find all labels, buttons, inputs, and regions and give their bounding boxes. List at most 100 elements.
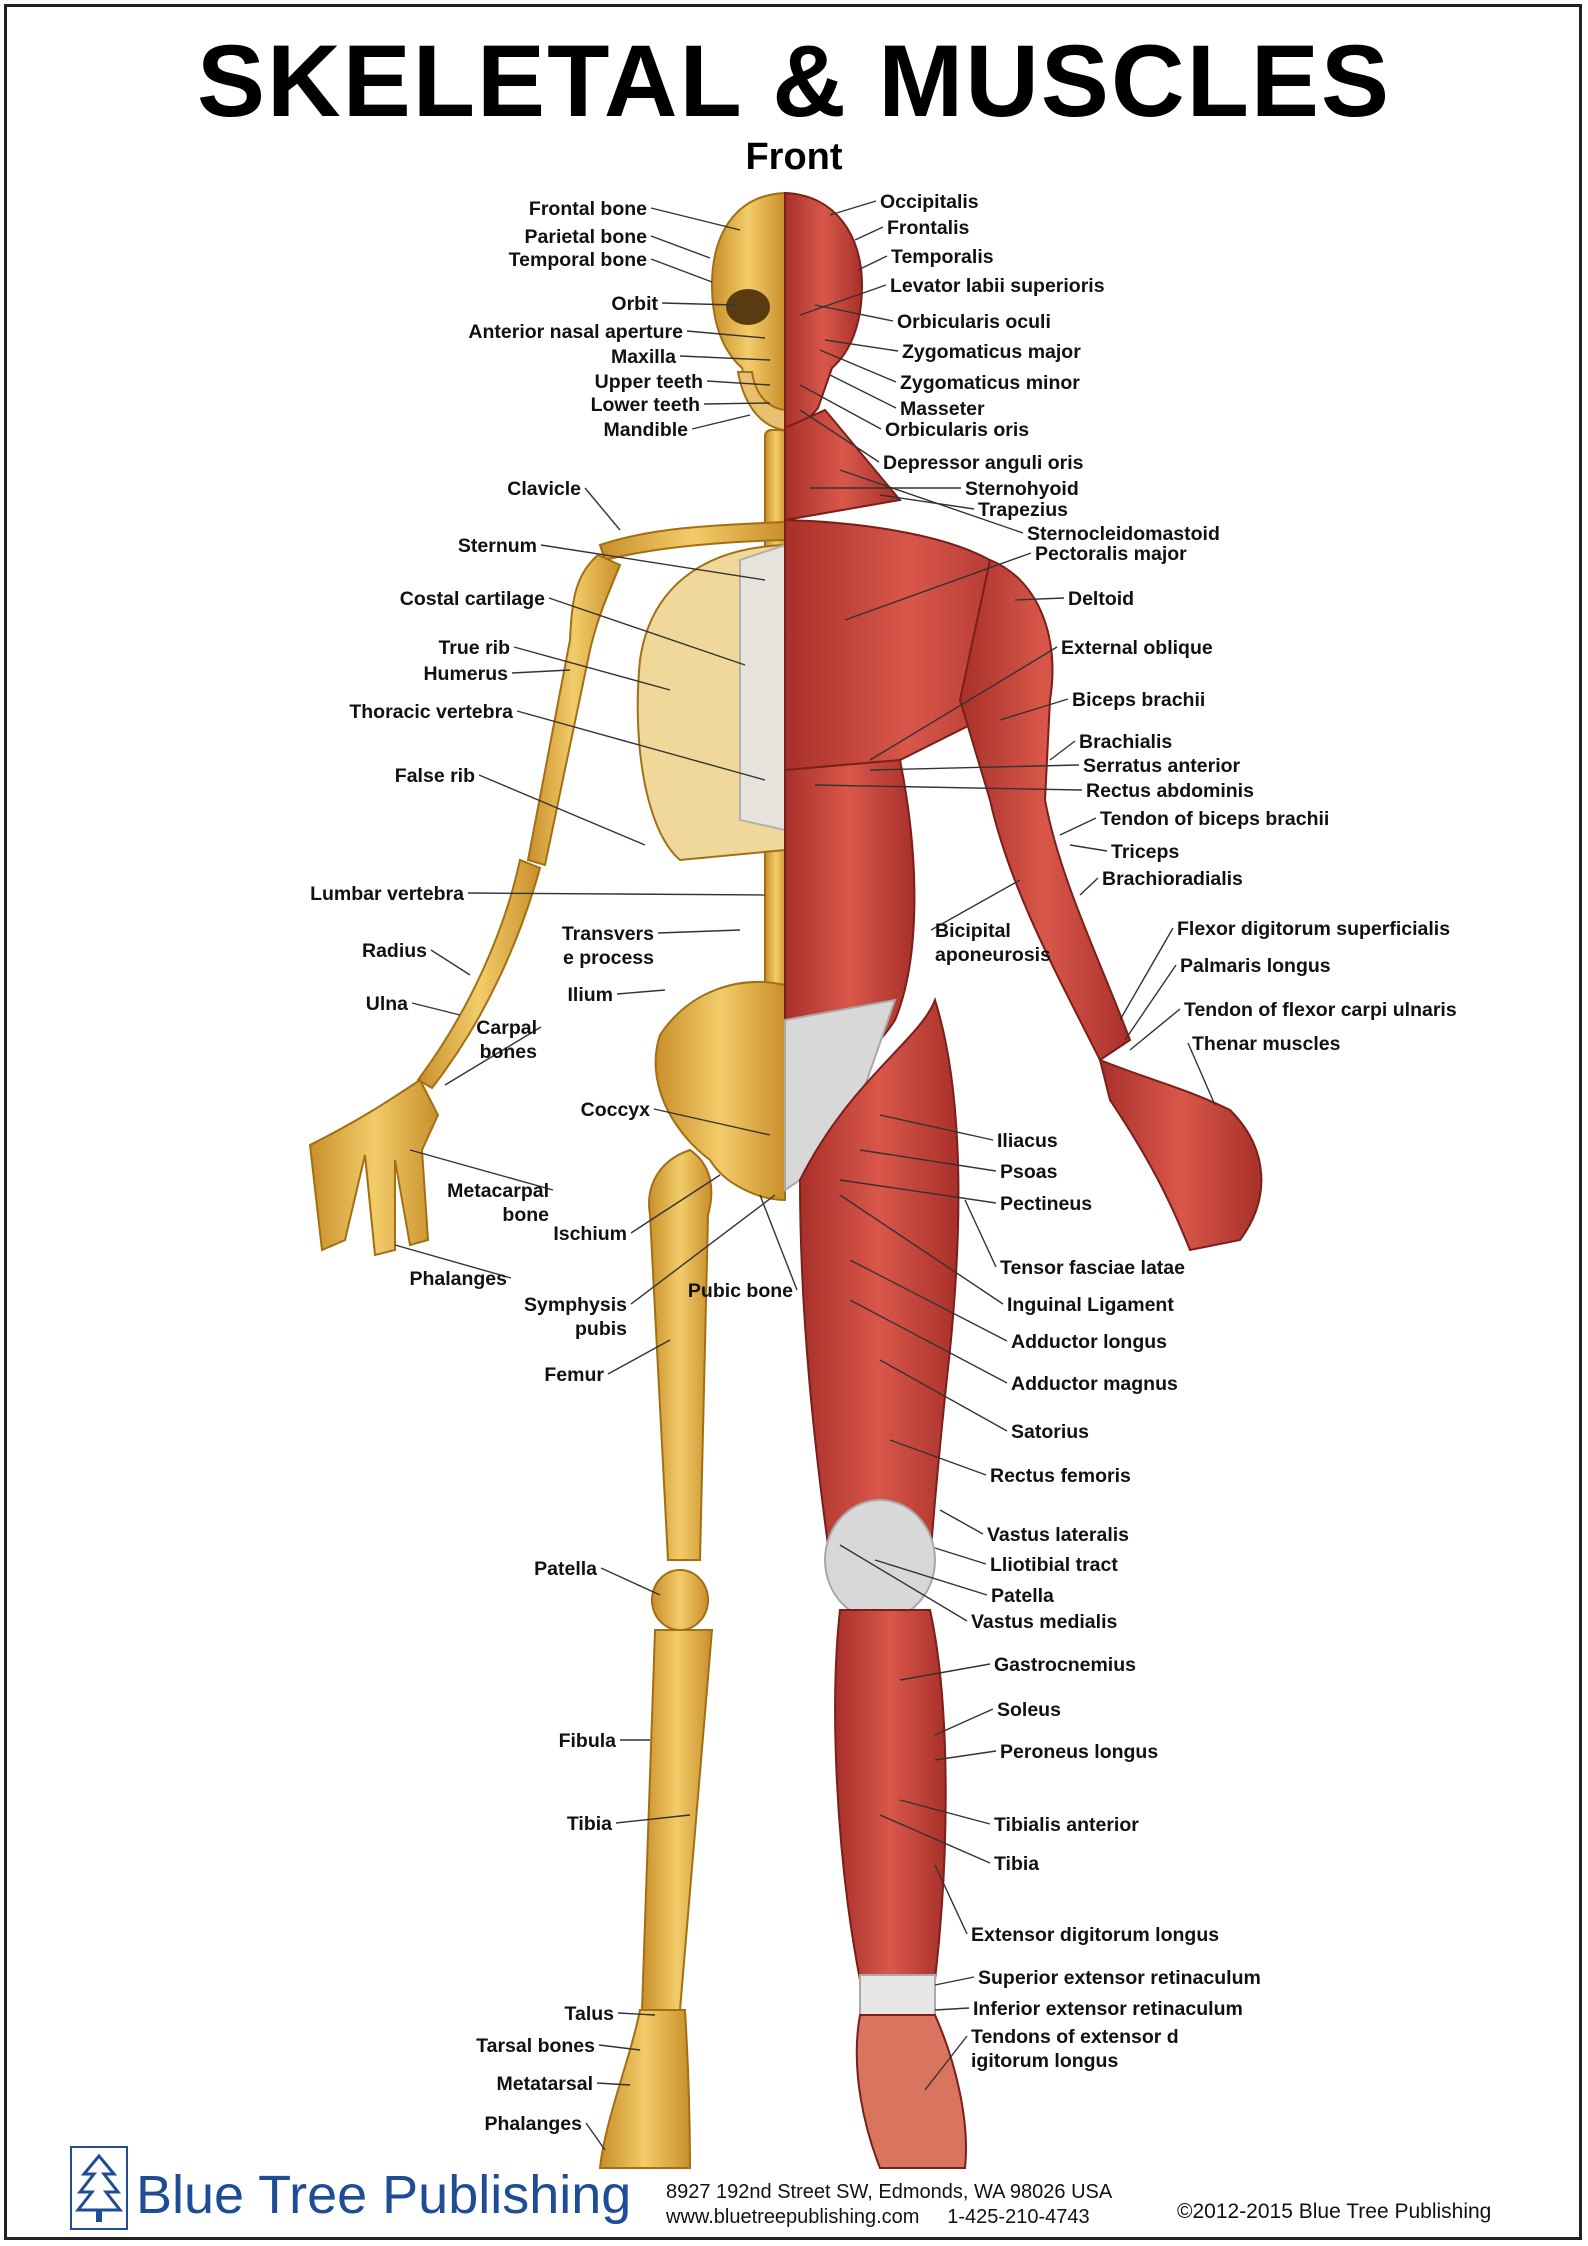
leader-serratus-anterior xyxy=(869,764,1080,771)
label-sternohyoid: Sternohyoid xyxy=(965,478,1079,500)
leader-clavicle xyxy=(584,487,621,531)
leader-rectus-femoris xyxy=(889,1439,987,1476)
label-ulna: Ulna xyxy=(366,993,408,1015)
leader-trapezius xyxy=(879,494,975,510)
leader-thenar-muscles xyxy=(1187,1042,1216,1106)
label-adductor-longus: Adductor longus xyxy=(1011,1331,1167,1353)
label-levator-labii-superioris: Levator labii superioris xyxy=(890,275,1105,297)
label-psoas: Psoas xyxy=(1000,1161,1058,1183)
leader-orbit xyxy=(661,302,736,306)
label-tibia-muscle-side: Tibia xyxy=(994,1853,1039,1875)
leader-tendon-of-flexor-carpi-ulnaris xyxy=(1129,1008,1181,1051)
leader-sternum xyxy=(540,544,766,581)
label-talus: Talus xyxy=(565,2003,615,2025)
leader-adductor-magnus xyxy=(849,1299,1008,1384)
leader-masseter xyxy=(829,374,897,409)
leader-biceps-brachii xyxy=(999,698,1069,721)
label-false-rib: False rib xyxy=(395,765,475,787)
label-soleus: Soleus xyxy=(997,1699,1061,1721)
leader-radius xyxy=(430,949,471,976)
leader-phalanges-foot xyxy=(585,2122,606,2151)
leader-temporal-bone xyxy=(650,258,713,283)
poster-subtitle: Front xyxy=(745,136,843,178)
label-metatarsal: Metatarsal xyxy=(497,2073,593,2095)
publisher-website[interactable]: www.bluetreepublishing.com xyxy=(666,2206,920,2228)
label-ilium: Ilium xyxy=(567,984,613,1006)
label-flexor-digitorum-superficialis: Flexor digitorum superficialis xyxy=(1177,918,1450,940)
neck-muscles xyxy=(784,408,902,522)
leader-ischium xyxy=(630,1174,721,1234)
leader-deltoid xyxy=(1014,597,1065,601)
label-patella-muscle-side: Patella xyxy=(991,1585,1054,1607)
leader-pectoralis-major xyxy=(844,552,1032,621)
leader-occipitalis xyxy=(829,200,877,216)
publisher-web-phone: www.bluetreepublishing.com 1-425-210-474… xyxy=(666,2205,1112,2230)
leader-mandible xyxy=(691,414,751,430)
humerus-bone xyxy=(526,553,622,867)
label-peroneus-longus: Peroneus longus xyxy=(1000,1741,1158,1763)
leader-rectus-abdominis xyxy=(814,784,1083,791)
label-patella-bone: Patella xyxy=(534,1558,597,1580)
label-tendon-of-biceps-brachii: Tendon of biceps brachii xyxy=(1100,808,1329,830)
poster-title: SKELETAL & MUSCLES xyxy=(197,24,1391,138)
leader-tensor-fasciae-latae xyxy=(964,1199,997,1268)
leader-external-oblique xyxy=(869,646,1058,761)
leader-pubic-bone xyxy=(759,1194,798,1291)
label-gastrocnemius: Gastrocnemius xyxy=(994,1654,1136,1676)
leader-patella-muscle-side xyxy=(874,1559,988,1596)
leader-depressor-anguli-oris xyxy=(799,409,880,463)
leader-orbicularis-oris xyxy=(799,384,882,430)
leader-talus xyxy=(617,2012,656,2016)
label-superior-extensor-retinaculum: Superior extensor retinaculum xyxy=(978,1967,1261,1989)
label-external-oblique: External oblique xyxy=(1061,637,1213,659)
label-adductor-magnus: Adductor magnus xyxy=(1011,1373,1178,1395)
leader-adductor-longus xyxy=(849,1259,1008,1342)
label-costal-cartilage: Costal cartilage xyxy=(400,588,545,610)
label-upper-teeth: Upper teeth xyxy=(595,371,703,393)
patella-kneecap xyxy=(651,1569,709,1631)
label-rectus-femoris: Rectus femoris xyxy=(990,1465,1131,1487)
label-extensor-digitorum-longus: Extensor digitorum longus xyxy=(971,1924,1219,1946)
label-vastus-lateralis: Vastus lateralis xyxy=(987,1524,1129,1546)
label-inferior-extensor-retinaculum: Inferior extensor retinaculum xyxy=(973,1998,1243,2020)
leader-metacarpal-bone xyxy=(409,1149,554,1191)
leader-thoracic-vertebra xyxy=(516,710,766,781)
leader-tarsal-bones xyxy=(598,2044,641,2051)
leader-temporalis xyxy=(857,255,888,271)
label-mandible: Mandible xyxy=(603,419,688,441)
leader-frontal-bone xyxy=(650,207,741,231)
leader-false-rib xyxy=(478,774,646,846)
label-sternum: Sternum xyxy=(458,535,537,557)
label-triceps: Triceps xyxy=(1111,841,1179,863)
label-lumbar-vertebra: Lumbar vertebra xyxy=(310,883,464,905)
leader-coccyx xyxy=(653,1108,771,1136)
label-satorius: Satorius xyxy=(1011,1421,1089,1443)
leader-tendon-of-biceps-brachii xyxy=(1059,817,1097,836)
label-palmaris-longus: Palmaris longus xyxy=(1180,955,1331,977)
leader-vastus-medialis xyxy=(839,1544,968,1622)
label-brachialis: Brachialis xyxy=(1079,731,1172,753)
label-zygomaticus-minor: Zygomaticus minor xyxy=(900,372,1080,394)
leader-levator-labii-superioris xyxy=(799,284,887,316)
forearm-bones xyxy=(416,858,542,1090)
leader-maxilla xyxy=(679,355,771,361)
poster-frame xyxy=(4,4,1582,2240)
label-serratus-anterior: Serratus anterior xyxy=(1083,755,1241,777)
leader-soleus xyxy=(934,1708,994,1736)
leader-sternocleidomastoid xyxy=(839,469,1024,534)
label-tensor-fasciae-latae: Tensor fasciae latae xyxy=(1000,1257,1185,1279)
hand-bones xyxy=(308,1078,440,1257)
leader-true-rib xyxy=(513,646,671,691)
label-parietal-bone: Parietal bone xyxy=(525,226,648,248)
leader-gastrocnemius xyxy=(899,1663,991,1681)
label-masseter: Masseter xyxy=(900,398,985,420)
label-frontalis: Frontalis xyxy=(887,217,969,239)
label-anterior-nasal-aperture: Anterior nasal aperture xyxy=(468,321,683,343)
label-frontal-bone: Frontal bone xyxy=(529,198,647,220)
label-radius: Radius xyxy=(362,940,427,962)
pelvis-bone xyxy=(654,981,786,1202)
label-femur: Femur xyxy=(544,1364,604,1386)
label-tarsal-bones: Tarsal bones xyxy=(476,2035,595,2057)
label-true-rib: True rib xyxy=(438,637,510,659)
label-inguinal-ligament: Inguinal Ligament xyxy=(1007,1294,1174,1316)
